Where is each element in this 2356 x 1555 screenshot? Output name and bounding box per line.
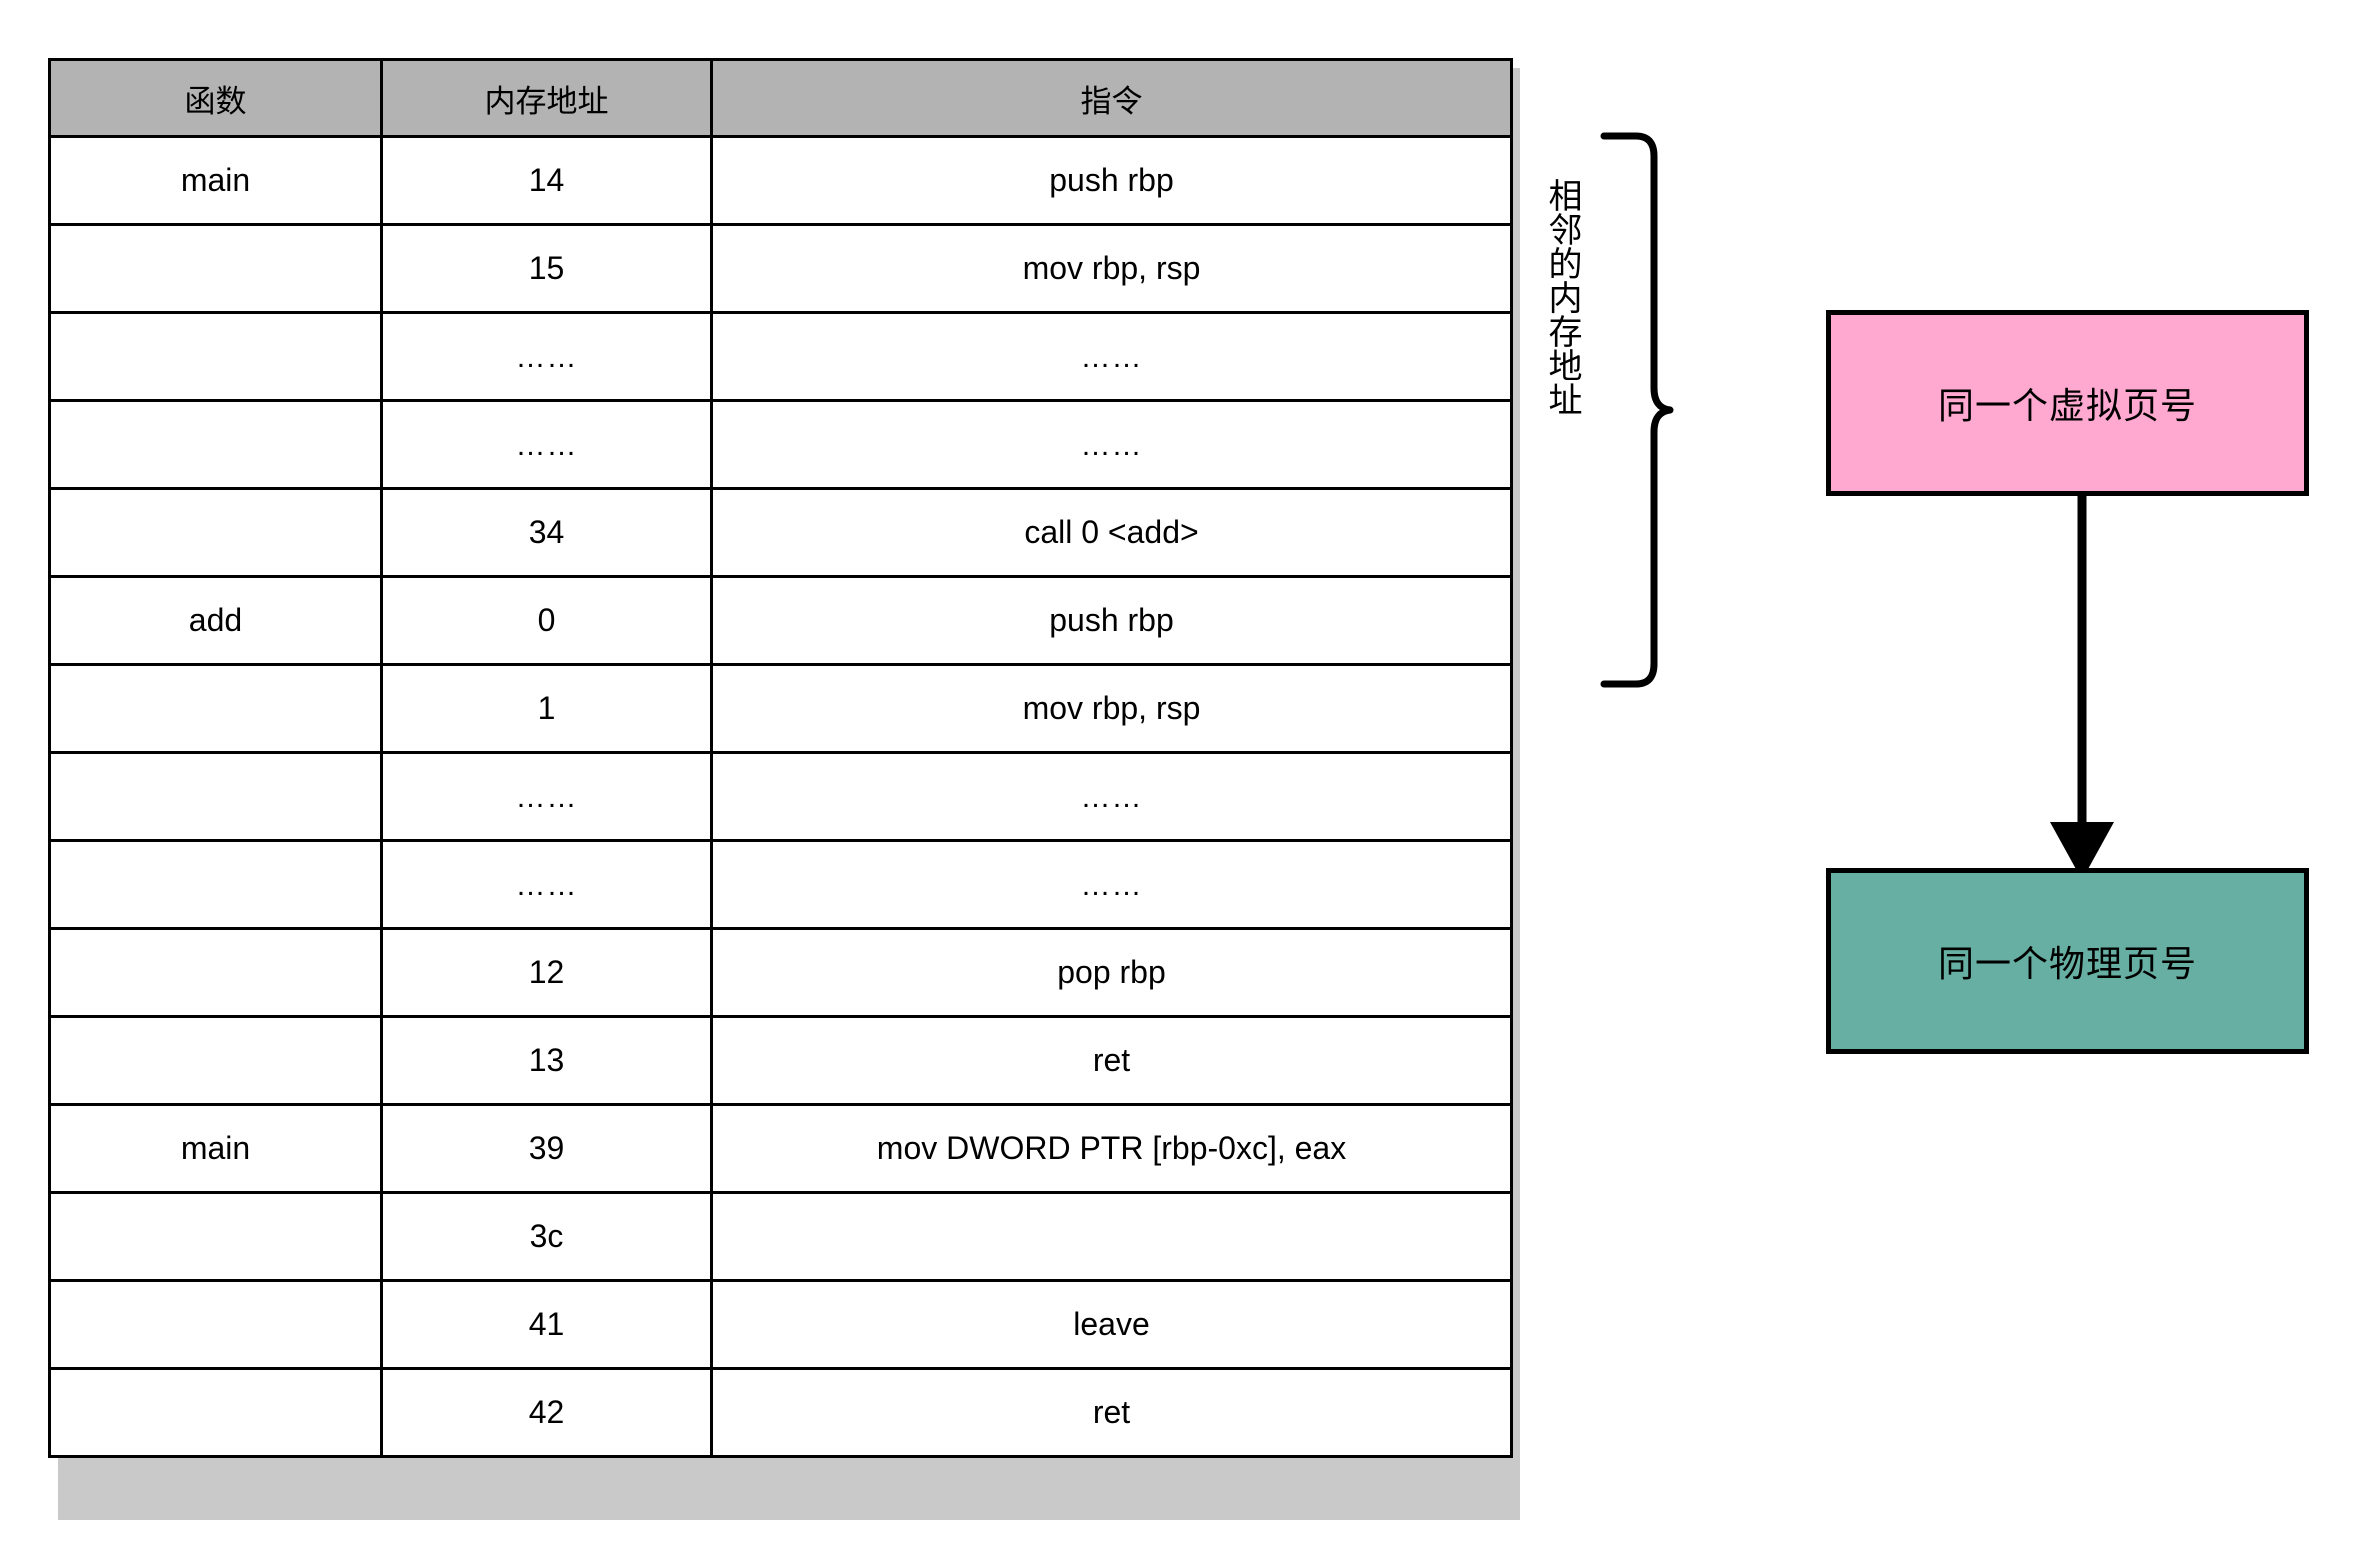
cell-instruction: push rbp xyxy=(710,135,1513,226)
cell-instruction: call 0 <add> xyxy=(710,487,1513,578)
cell-memory-address: …… xyxy=(380,399,713,490)
cell-function xyxy=(48,1191,383,1282)
cell-memory-address: 0 xyxy=(380,575,713,666)
cell-function xyxy=(48,487,383,578)
cell-function xyxy=(48,1367,383,1458)
cell-instruction: …… xyxy=(710,311,1513,402)
cell-memory-address: 1 xyxy=(380,663,713,754)
cell-memory-address: …… xyxy=(380,311,713,402)
column-header-instruction: 指令 xyxy=(710,58,1513,138)
cell-instruction: ret xyxy=(710,1015,1513,1106)
table-row: ………… xyxy=(48,399,1513,490)
cell-memory-address: 3c xyxy=(380,1191,713,1282)
physical-page-number-box: 同一个物理页号 xyxy=(1826,868,2309,1054)
cell-memory-address: 41 xyxy=(380,1279,713,1370)
cell-memory-address: 12 xyxy=(380,927,713,1018)
cell-instruction: …… xyxy=(710,751,1513,842)
cell-instruction: …… xyxy=(710,839,1513,930)
cell-memory-address: 13 xyxy=(380,1015,713,1106)
table-header-row: 函数 内存地址 指令 xyxy=(48,58,1513,138)
table-row: 3c xyxy=(48,1191,1513,1282)
cell-instruction: pop rbp xyxy=(710,927,1513,1018)
cell-memory-address: …… xyxy=(380,839,713,930)
cell-instruction: ret xyxy=(710,1367,1513,1458)
cell-instruction: mov DWORD PTR [rbp-0xc], eax xyxy=(710,1103,1513,1194)
virtual-page-number-box: 同一个虚拟页号 xyxy=(1826,310,2309,496)
cell-instruction: mov rbp, rsp xyxy=(710,663,1513,754)
cell-function: main xyxy=(48,135,383,226)
column-header-memory-address: 内存地址 xyxy=(380,58,713,138)
cell-function xyxy=(48,927,383,1018)
table-row: ………… xyxy=(48,311,1513,402)
cell-function: add xyxy=(48,575,383,666)
cell-memory-address: 42 xyxy=(380,1367,713,1458)
cell-memory-address: 15 xyxy=(380,223,713,314)
cell-function xyxy=(48,311,383,402)
cell-function xyxy=(48,839,383,930)
table-row: ………… xyxy=(48,751,1513,842)
cell-function xyxy=(48,399,383,490)
cell-function: main xyxy=(48,1103,383,1194)
cell-instruction: leave xyxy=(710,1279,1513,1370)
cell-function xyxy=(48,223,383,314)
cell-instruction: …… xyxy=(710,399,1513,490)
physical-page-number-label: 同一个物理页号 xyxy=(1937,943,2197,984)
column-header-function: 函数 xyxy=(48,58,383,138)
cell-function xyxy=(48,1279,383,1370)
cell-function xyxy=(48,1015,383,1106)
cell-memory-address: 34 xyxy=(380,487,713,578)
cell-memory-address: 39 xyxy=(380,1103,713,1194)
cell-memory-address: …… xyxy=(380,751,713,842)
cell-function xyxy=(48,663,383,754)
cell-instruction: push rbp xyxy=(710,575,1513,666)
table-row: ………… xyxy=(48,839,1513,930)
cell-function xyxy=(48,751,383,842)
cell-instruction xyxy=(710,1191,1513,1282)
cell-instruction: mov rbp, rsp xyxy=(710,223,1513,314)
brace-label: 相邻的内存地址 xyxy=(1543,178,1581,416)
right-curly-brace-icon xyxy=(1600,132,1674,688)
adjacent-address-annotation: 相邻的内存地址 xyxy=(1520,130,1720,690)
cell-memory-address: 14 xyxy=(380,135,713,226)
virtual-page-number-label: 同一个虚拟页号 xyxy=(1937,385,2197,426)
downward-arrow-icon xyxy=(2050,492,2114,880)
